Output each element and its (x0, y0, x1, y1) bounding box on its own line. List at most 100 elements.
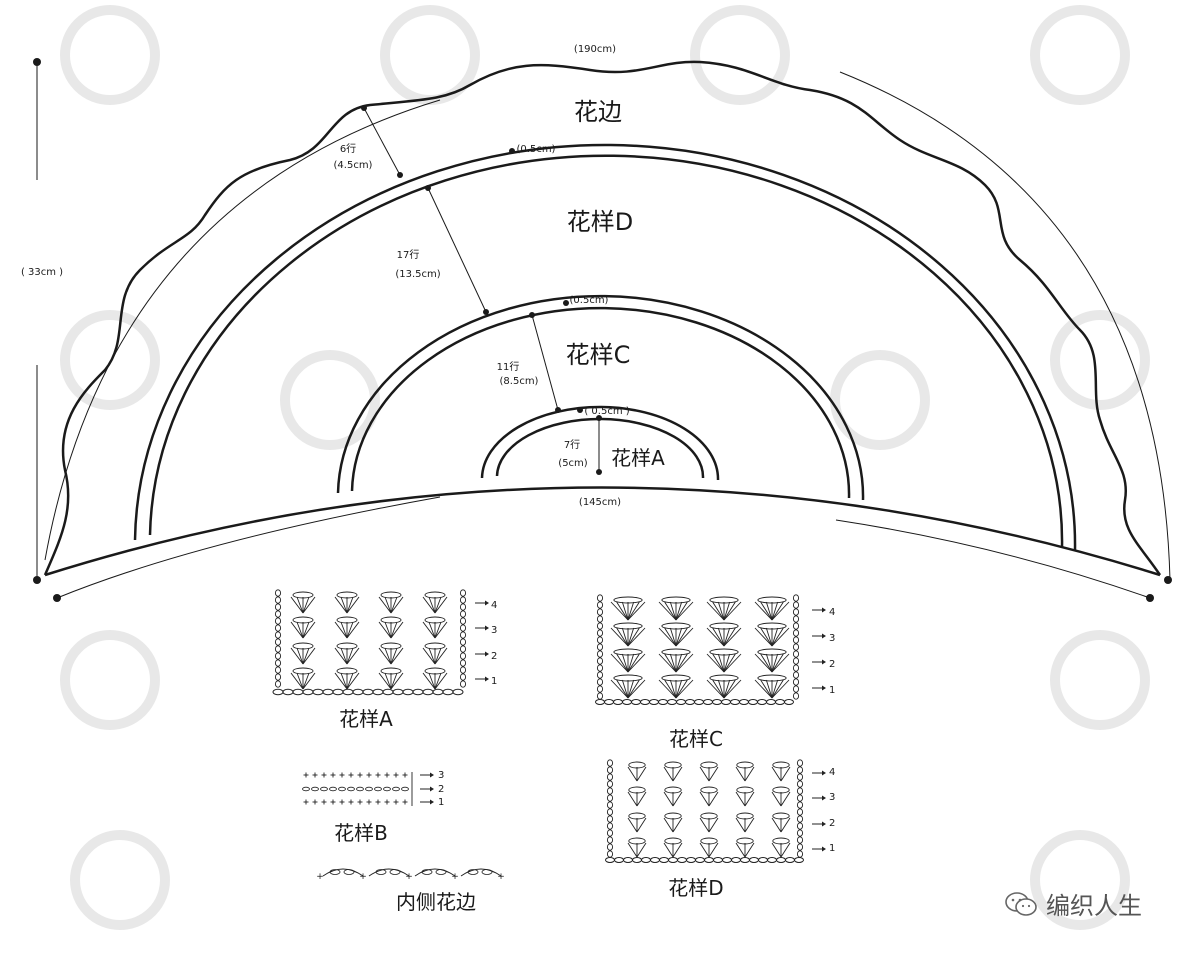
turn-chain (796, 773, 804, 781)
chain-stitch (758, 857, 768, 863)
stitch-line (712, 679, 725, 699)
row-number: 2 (829, 818, 835, 829)
turn-chain (596, 671, 604, 679)
stitch-line (616, 601, 629, 621)
stitch-line (434, 621, 448, 639)
guide-dot (33, 576, 41, 584)
stitch-line (658, 653, 677, 673)
stitch-line (771, 627, 784, 647)
turn-chain (792, 685, 800, 693)
chain-arc (664, 837, 682, 845)
turn-chain (596, 629, 604, 637)
chain-stitch (776, 857, 786, 863)
stitch-line (771, 653, 784, 673)
stitch-line (771, 766, 782, 782)
stitch-line (771, 601, 784, 621)
turn-chain (274, 624, 282, 632)
stitch-line (422, 596, 436, 614)
swatch-b-title: 花样B (334, 821, 388, 845)
gap-1: (0.5cm) (517, 144, 556, 155)
stitch-line (744, 791, 755, 807)
stitch-line (627, 842, 638, 858)
row-number: 2 (438, 784, 444, 795)
chain-arc (380, 616, 402, 624)
stitch-line (290, 672, 304, 690)
stitch-line (384, 647, 392, 665)
chain-stitch (740, 857, 750, 863)
stitch-line (621, 653, 629, 673)
gap-2: (0.5cm) (570, 295, 609, 306)
background-watermark (60, 5, 1150, 930)
chain-stitch (382, 688, 394, 696)
row-arrow-head (485, 625, 489, 631)
row-arrow-head (822, 685, 826, 691)
stitch-line (771, 679, 784, 699)
stitch-line (636, 766, 647, 782)
stitch-line (735, 766, 746, 782)
picot-arc (414, 868, 456, 877)
turn-chain (459, 617, 467, 625)
stitch-line (658, 679, 677, 699)
region-a-label: 花样A (611, 446, 665, 470)
stitch-line (771, 627, 790, 647)
chain-arc (757, 674, 787, 682)
chain-stitch (383, 786, 391, 792)
chain-stitch (766, 699, 776, 705)
stitch-line (723, 601, 742, 621)
stitch-line (334, 596, 348, 614)
stitch-line (296, 621, 304, 639)
turn-chain (606, 843, 614, 851)
chain-arc (613, 648, 643, 656)
inner-edge-title: 内侧花边 (396, 890, 476, 914)
region-d-label: 花样D (567, 208, 633, 236)
stitch-line (723, 679, 731, 699)
turn-chain (606, 850, 614, 858)
stitch-line (302, 647, 316, 665)
stitch-line (675, 653, 683, 673)
guide-dot (33, 58, 41, 66)
stitch-line (780, 791, 791, 807)
chain-arc (628, 761, 646, 769)
stitch-line (627, 653, 640, 673)
stitch-line (627, 601, 646, 621)
chain-stitch (311, 786, 319, 792)
chain-stitch (432, 688, 444, 696)
stitch-line (771, 627, 779, 647)
stitch-line (346, 621, 354, 639)
row-number: 1 (438, 797, 444, 808)
stitch-line (621, 627, 629, 647)
stitch-line (627, 679, 640, 699)
stitch-line (760, 653, 773, 673)
chain-stitch (784, 699, 794, 705)
stitch-line (744, 817, 755, 833)
turn-chain (274, 603, 282, 611)
stitch-line (706, 653, 725, 673)
turn-chain (459, 603, 467, 611)
turn-chain (274, 673, 282, 681)
stitch-line (717, 679, 725, 699)
chain-stitch (375, 869, 387, 875)
stitch-line (627, 679, 635, 699)
stitch-line (422, 621, 436, 639)
chain-stitch (613, 699, 623, 705)
stitch-line (708, 842, 719, 858)
turn-chain (459, 652, 467, 660)
stitch-line (675, 601, 688, 621)
stitch-line (672, 791, 683, 807)
stitch-line (672, 817, 683, 833)
stitch-line (346, 647, 360, 665)
chain-arc (628, 837, 646, 845)
turn-chain (274, 680, 282, 688)
stitch-line (428, 621, 436, 639)
row-number: 1 (829, 843, 835, 854)
stitch-line (675, 627, 683, 647)
stitch-line (760, 679, 773, 699)
shawl-depth: ( 33cm ) (21, 267, 63, 278)
stitch-line (302, 621, 316, 639)
turn-chain (792, 692, 800, 700)
row-number: 1 (829, 685, 835, 696)
arc-c-outer-inner (350, 306, 851, 499)
turn-chain (792, 636, 800, 644)
chain-stitch (650, 857, 660, 863)
